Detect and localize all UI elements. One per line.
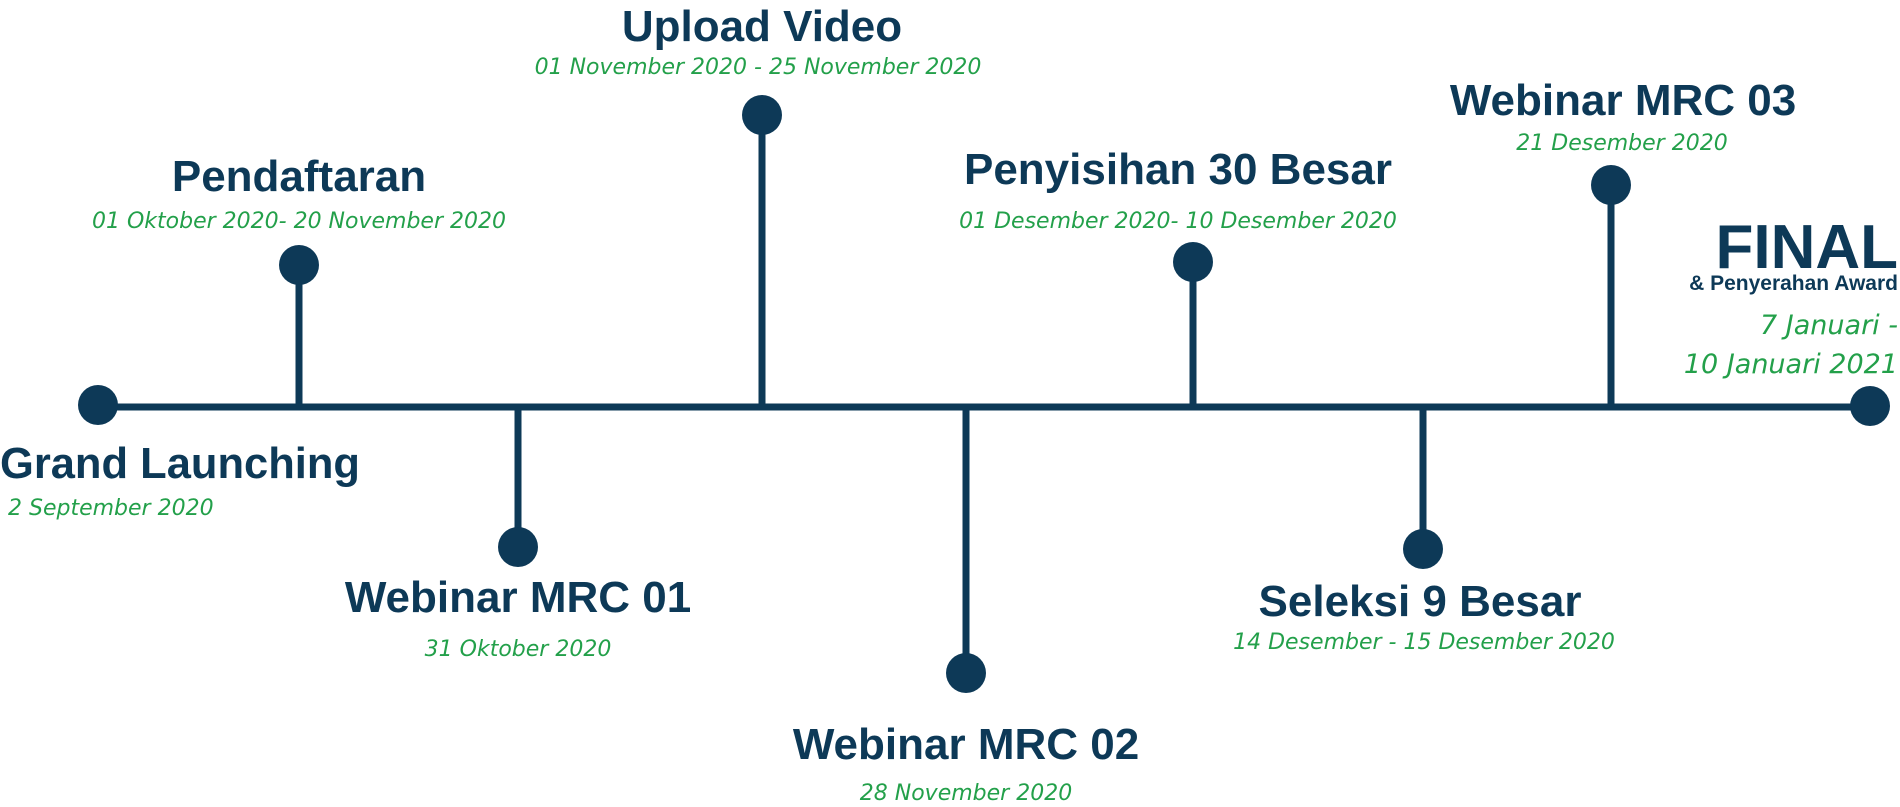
event-title-seleksi-9-besar: Seleksi 9 Besar	[1259, 577, 1582, 626]
event-dot-seleksi-9-besar	[1403, 529, 1443, 569]
event-date-webinar-mrc-01: 31 Oktober 2020	[425, 637, 612, 662]
event-date-penyisihan-30-besar: 01 Desember 2020- 10 Desember 2020	[959, 209, 1397, 234]
timeline-start-dot	[78, 385, 118, 425]
event-date-final-line1: 7 Januari -	[1760, 310, 1898, 341]
event-title-final: FINAL	[1715, 213, 1898, 282]
event-title-grand-launching: Grand Launching	[0, 439, 360, 488]
event-date-webinar-mrc-02: 28 November 2020	[860, 781, 1072, 806]
event-date-upload-video: 01 November 2020 - 25 November 2020	[535, 55, 982, 80]
event-date-seleksi-9-besar: 14 Desember - 15 Desember 2020	[1233, 630, 1615, 655]
event-title-upload-video: Upload Video	[622, 2, 902, 51]
event-title-penyisihan-30-besar: Penyisihan 30 Besar	[964, 145, 1392, 194]
event-dot-pendaftaran	[279, 245, 319, 285]
event-dot-webinar-mrc-02	[946, 653, 986, 693]
event-date-webinar-mrc-03: 21 Desember 2020	[1516, 131, 1727, 156]
event-subtitle-final: & Penyerahan Award	[1689, 272, 1898, 295]
event-dot-upload-video	[742, 95, 782, 135]
event-dot-penyisihan-30-besar	[1173, 242, 1213, 282]
event-dot-webinar-mrc-01	[498, 527, 538, 567]
event-date-final-line2: 10 Januari 2021	[1684, 349, 1898, 380]
event-title-webinar-mrc-03: Webinar MRC 03	[1450, 76, 1796, 125]
event-date-grand-launching: 2 September 2020	[8, 496, 214, 521]
event-title-pendaftaran: Pendaftaran	[172, 152, 426, 201]
event-date-pendaftaran: 01 Oktober 2020- 20 November 2020	[92, 209, 506, 234]
timeline-end-dot	[1850, 386, 1890, 426]
event-title-webinar-mrc-01: Webinar MRC 01	[345, 573, 691, 622]
event-dot-webinar-mrc-03	[1591, 165, 1631, 205]
event-title-webinar-mrc-02: Webinar MRC 02	[793, 720, 1139, 769]
